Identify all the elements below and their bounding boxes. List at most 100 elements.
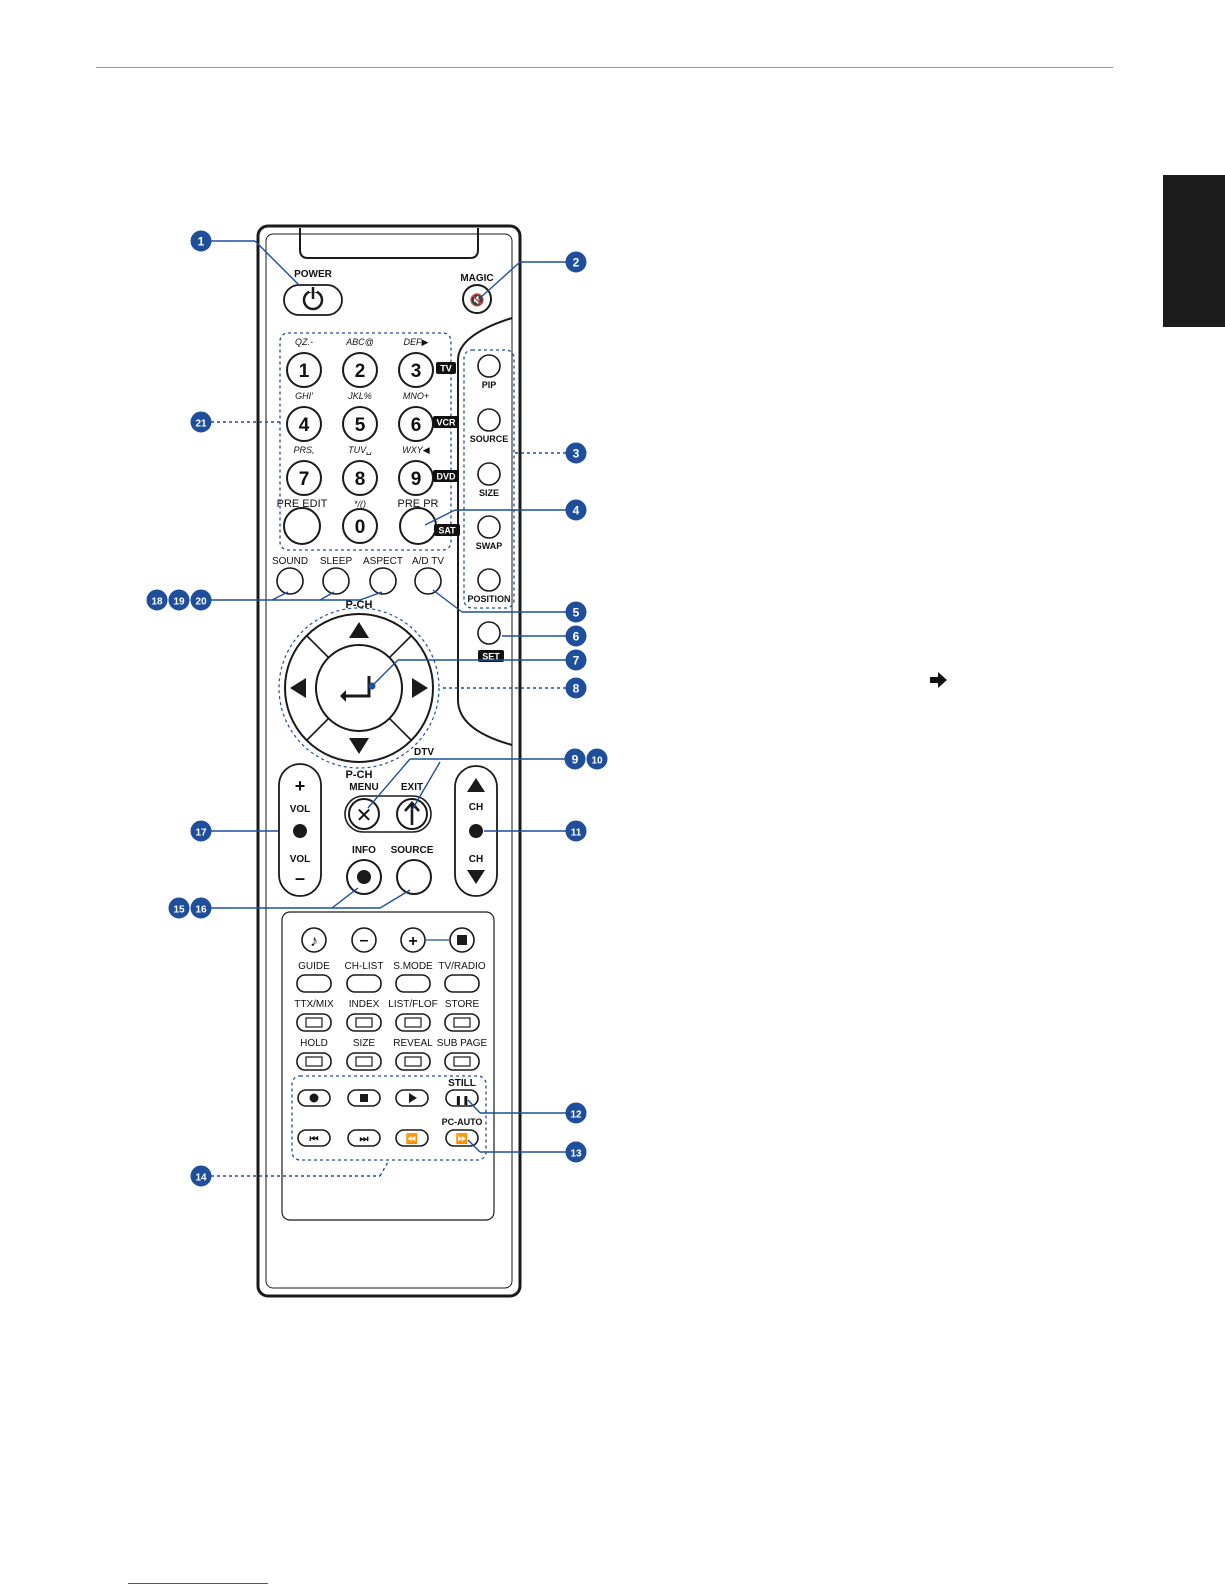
row-1-label: SLEEP bbox=[320, 556, 353, 567]
vol-bottom-label: VOL bbox=[290, 854, 311, 865]
top-rule bbox=[96, 67, 1113, 68]
pc-auto-label: PC-AUTO bbox=[442, 1117, 483, 1127]
callout-19-badge bbox=[168, 589, 190, 611]
leader-12b bbox=[467, 1099, 481, 1114]
mode-tag-set-bg bbox=[478, 650, 504, 662]
key-letters-5: JKL% bbox=[347, 391, 372, 401]
lower-0-3-button[interactable] bbox=[444, 974, 480, 993]
lower-1-2-button[interactable] bbox=[395, 1013, 431, 1032]
lower-2-2-button[interactable] bbox=[395, 1052, 431, 1071]
lower-0-3-label: TV/RADIO bbox=[438, 961, 485, 972]
transport-1-1-button[interactable] bbox=[347, 1129, 381, 1147]
row-3-label: A/D TV bbox=[412, 556, 444, 567]
lower-2-0-button[interactable] bbox=[296, 1052, 332, 1071]
magic-button[interactable] bbox=[462, 284, 492, 314]
callout-10-badge bbox=[586, 748, 608, 770]
row-3-button[interactable] bbox=[414, 567, 442, 595]
enter-icon bbox=[346, 676, 371, 698]
key-letters-6: MNO+ bbox=[403, 391, 429, 401]
side-size-label: SIZE bbox=[479, 488, 499, 498]
record-icon bbox=[309, 1093, 319, 1103]
lower-2-3-label: SUB PAGE bbox=[437, 1038, 488, 1049]
row-1-button[interactable] bbox=[322, 567, 350, 595]
mode-tag-tv: TV bbox=[440, 364, 452, 374]
transport-1-2-button[interactable] bbox=[395, 1129, 429, 1147]
pre-edit-button[interactable] bbox=[283, 507, 321, 545]
dpad-up-icon[interactable] bbox=[349, 622, 369, 638]
source-button[interactable] bbox=[396, 859, 432, 895]
leader-4b bbox=[424, 509, 456, 526]
lower-1-0-label: TTX/MIX bbox=[294, 999, 334, 1010]
digit-1-button[interactable] bbox=[286, 352, 322, 388]
row-2-button[interactable] bbox=[369, 567, 397, 595]
info-dot-icon bbox=[357, 870, 371, 884]
pip-group-region bbox=[463, 349, 515, 609]
music-note-button[interactable] bbox=[301, 927, 327, 953]
power-button[interactable] bbox=[283, 284, 343, 316]
row-2-label: ASPECT bbox=[363, 556, 403, 567]
side-source-button[interactable] bbox=[477, 408, 501, 432]
callout-4: 4 bbox=[573, 504, 580, 518]
vol-top-label: VOL bbox=[290, 804, 311, 815]
menu-button[interactable] bbox=[348, 798, 380, 830]
teletext-1-0-icon bbox=[305, 1017, 323, 1028]
pch-bottom-label: P-CH bbox=[346, 769, 373, 781]
digit-6-label: 6 bbox=[411, 415, 422, 436]
lower-0-2-button[interactable] bbox=[395, 974, 431, 993]
digit-7-label: 7 bbox=[299, 469, 310, 490]
lower-2-3-button[interactable] bbox=[444, 1052, 480, 1071]
callout-13: 13 bbox=[570, 1149, 582, 1160]
callout-20: 20 bbox=[195, 597, 207, 608]
pre-edit-label: PRE EDIT bbox=[277, 498, 328, 510]
side-pip-button[interactable] bbox=[477, 354, 501, 378]
callout-16: 16 bbox=[195, 905, 207, 916]
digit-7-button[interactable] bbox=[286, 460, 322, 496]
enter-icon-head bbox=[340, 690, 346, 702]
ch-bottom-label: CH bbox=[469, 854, 483, 865]
digit-4-label: 4 bbox=[299, 415, 310, 436]
lower-0-0-button[interactable] bbox=[296, 974, 332, 993]
mode-tag-tv-bg bbox=[436, 362, 456, 374]
lower-panel bbox=[281, 911, 495, 1221]
digit-8-button[interactable] bbox=[342, 460, 378, 496]
minus-button[interactable] bbox=[351, 927, 377, 953]
ok-button[interactable] bbox=[315, 644, 403, 732]
lower-1-1-label: INDEX bbox=[349, 999, 380, 1010]
key-letters-8: TUV␣ bbox=[348, 445, 372, 455]
row-0-label: SOUND bbox=[272, 556, 308, 567]
dpad-down-icon[interactable] bbox=[349, 738, 369, 754]
lower-1-1-button[interactable] bbox=[346, 1013, 382, 1032]
teletext-1-2-icon bbox=[404, 1017, 422, 1028]
arrow-right-icon bbox=[930, 672, 947, 688]
set-button[interactable] bbox=[477, 621, 501, 645]
side-size-button[interactable] bbox=[477, 462, 501, 486]
side-swap-label: SWAP bbox=[476, 541, 503, 551]
lower-2-1-button[interactable] bbox=[346, 1052, 382, 1071]
callout-7: 7 bbox=[573, 654, 580, 668]
digit-4-button[interactable] bbox=[286, 406, 322, 442]
lower-1-0-button[interactable] bbox=[296, 1013, 332, 1032]
minus-icon: – bbox=[360, 932, 369, 949]
exit-arrow-icon bbox=[404, 801, 420, 825]
dpad-left-icon[interactable] bbox=[290, 678, 306, 698]
digit-3-button[interactable] bbox=[398, 352, 434, 388]
transport-1-0-button[interactable] bbox=[297, 1129, 331, 1147]
lower-1-3-button[interactable] bbox=[444, 1013, 480, 1032]
side-position-button[interactable] bbox=[477, 568, 501, 592]
callout-21: 21 bbox=[195, 419, 207, 430]
pre-pr-button[interactable] bbox=[399, 507, 437, 545]
teletext-2-1-icon bbox=[355, 1056, 373, 1067]
fast-forward-icon: ⏩ bbox=[456, 1132, 468, 1145]
row-0-button[interactable] bbox=[276, 567, 304, 595]
dpad-right-icon[interactable] bbox=[412, 678, 428, 698]
digit-0-button[interactable] bbox=[342, 508, 378, 544]
lower-2-2-label: REVEAL bbox=[393, 1038, 433, 1049]
stop-square-icon bbox=[457, 935, 467, 945]
digit-2-button[interactable] bbox=[342, 352, 378, 388]
lower-0-1-button[interactable] bbox=[346, 974, 382, 993]
music-note-icon: ♪ bbox=[310, 933, 318, 950]
digit-5-button[interactable] bbox=[342, 406, 378, 442]
side-source-label: SOURCE bbox=[470, 434, 509, 444]
mode-tag-vcr: VCR bbox=[436, 418, 456, 428]
side-swap-button[interactable] bbox=[477, 515, 501, 539]
